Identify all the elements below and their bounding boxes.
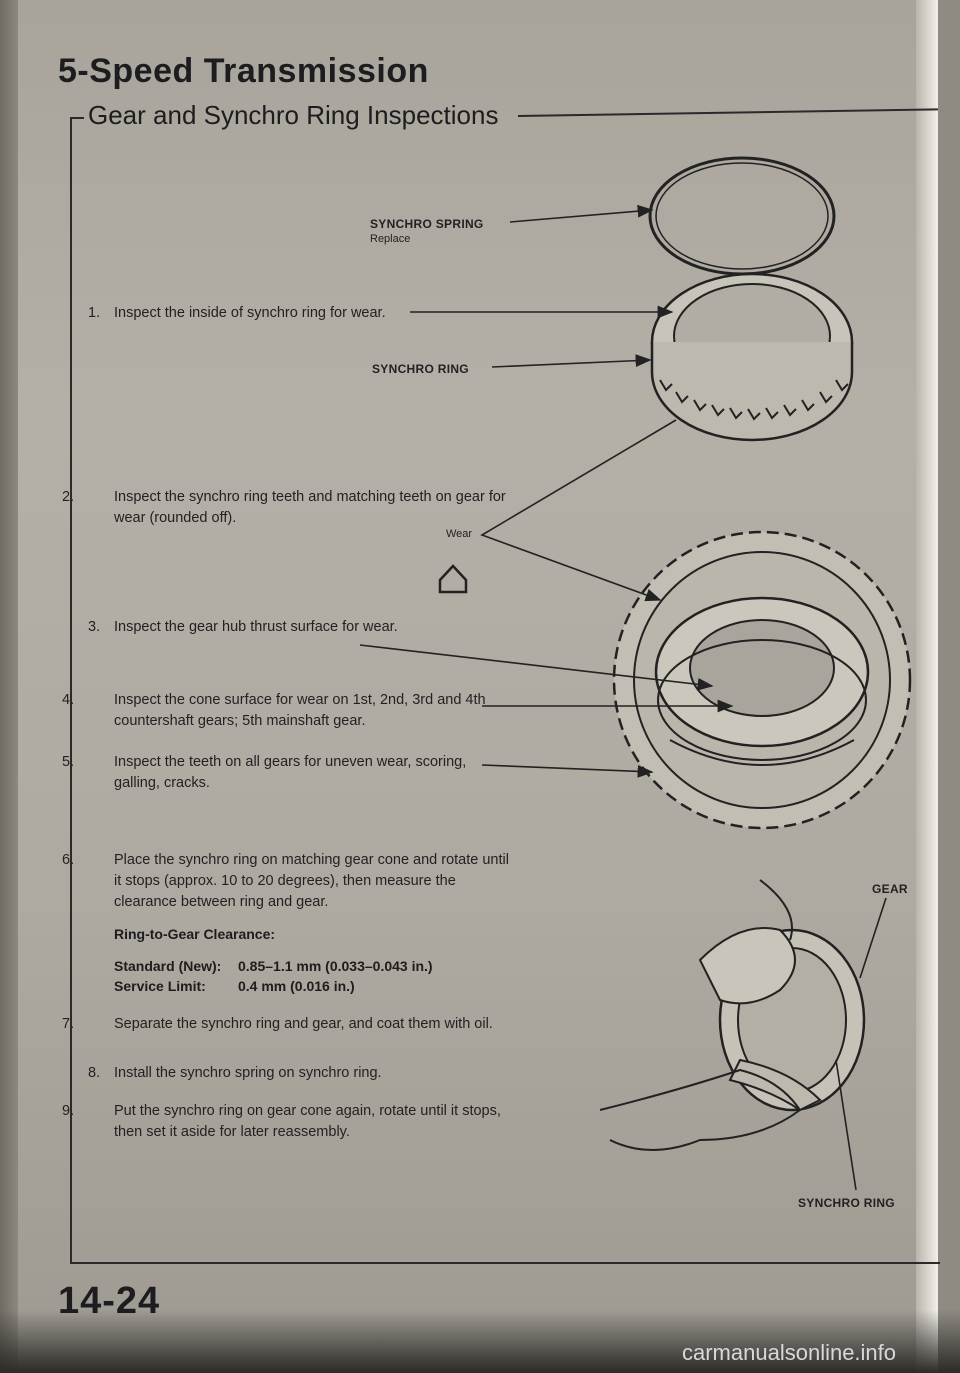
step-3: 3.Inspect the gear hub thrust surface fo…: [88, 619, 398, 635]
leader-lines: [359, 204, 887, 1191]
callout-synchro-ring-bottom: SYNCHRO RING: [798, 1196, 895, 1210]
step-2: 2.Inspect the synchro ring teeth and mat…: [62, 489, 506, 526]
spec-standard: Standard (New):0.85–1.1 mm (0.033–0.043 …: [114, 958, 433, 974]
callout-gear: GEAR: [872, 882, 908, 896]
step-5: 5.Inspect the teeth on all gears for une…: [62, 754, 467, 791]
step-7: 7.Separate the synchro ring and gear, an…: [62, 1016, 493, 1032]
gear-illustration: [612, 530, 912, 830]
synchro-ring-illustration: [650, 272, 854, 442]
subsection-title: Gear and Synchro Ring Inspections: [88, 100, 499, 130]
page-shadow: [0, 1310, 960, 1373]
binding-spine: [0, 0, 18, 1373]
frame-rule-left: [70, 117, 72, 1262]
synchro-spring-illustration: [648, 156, 836, 276]
page-edge: [916, 0, 938, 1373]
callout-synchro-spring: SYNCHRO SPRING: [370, 217, 484, 231]
step-9: 9.Put the synchro ring on gear cone agai…: [62, 1103, 501, 1140]
frame-rule-bottom: [70, 1262, 940, 1264]
site-watermark: carmanualsonline.info: [682, 1340, 897, 1365]
step-1: 1.Inspect the inside of synchro ring for…: [88, 305, 386, 321]
callout-replace-note: Replace: [370, 233, 411, 245]
frame-rule-top-left: [70, 117, 84, 119]
step-4: 4.Inspect the cone surface for wear on 1…: [62, 692, 486, 729]
callout-synchro-ring-top: SYNCHRO RING: [372, 362, 469, 376]
clearance-measurement-illustration: [599, 879, 866, 1151]
tooth-wear-icon: [438, 564, 468, 594]
spec-service-limit: Service Limit:0.4 mm (0.016 in.): [114, 978, 355, 994]
page-number: 14-24: [58, 1280, 161, 1322]
spec-heading: Ring-to-Gear Clearance:: [114, 926, 276, 942]
section-title: 5-Speed Transmission: [58, 52, 429, 90]
callout-wear: Wear: [446, 528, 473, 540]
step-6: 6.Place the synchro ring on matching gea…: [62, 852, 509, 910]
step-8: 8.Install the synchro spring on synchro …: [88, 1065, 382, 1081]
